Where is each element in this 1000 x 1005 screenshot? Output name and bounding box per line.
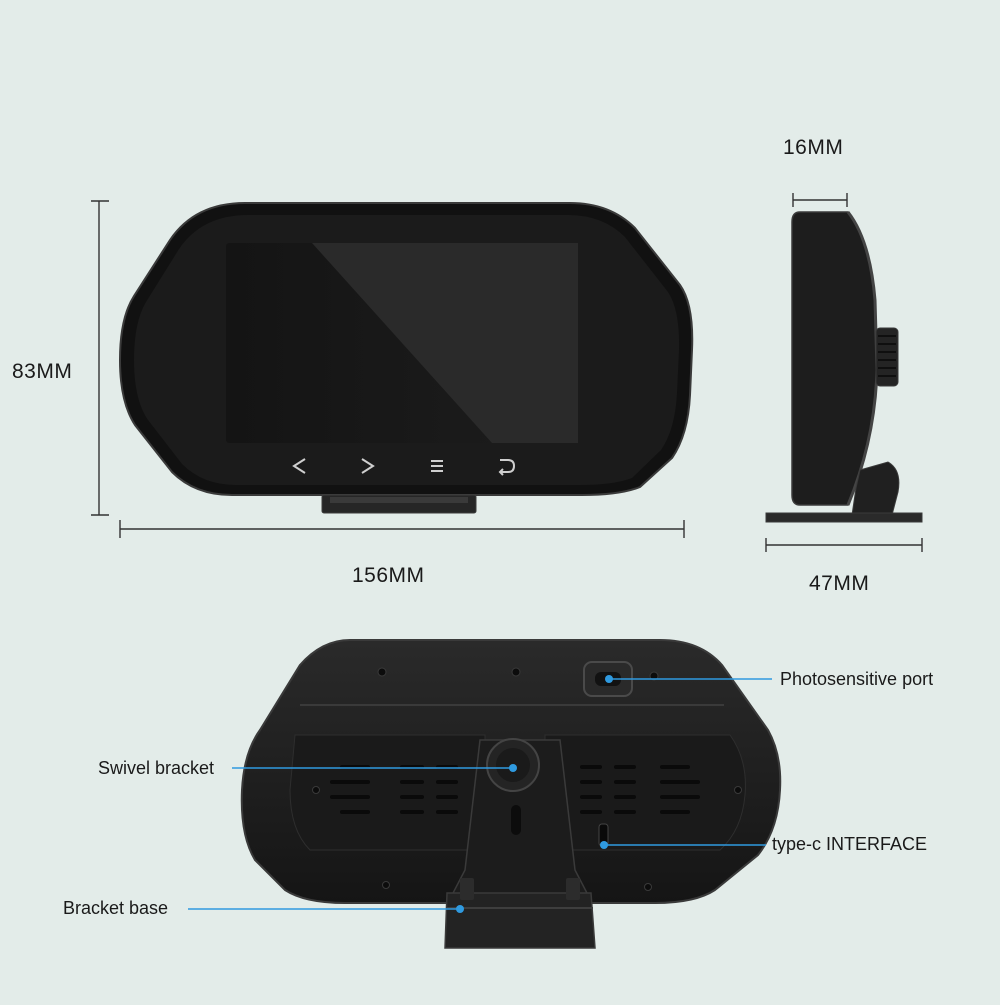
photosensitive-port-callout: Photosensitive port <box>780 669 934 689</box>
side-view <box>765 211 923 523</box>
hinge-right <box>566 878 580 900</box>
front-stand-highlight <box>330 497 468 503</box>
side-knob <box>875 327 899 387</box>
swivel-slot <box>511 805 521 835</box>
width-dimension-label: 156MM <box>352 564 425 587</box>
back-icon[interactable] <box>498 459 516 476</box>
callout-leaders <box>188 675 772 913</box>
vent-right <box>580 765 700 814</box>
side-knob-ridges <box>878 335 896 377</box>
front-button-row <box>292 458 516 476</box>
bracket-base <box>444 892 596 949</box>
depth-top-dimension-label: 16MM <box>783 136 844 159</box>
menu-icon[interactable] <box>431 460 443 472</box>
screen-glare <box>312 243 578 443</box>
front-view <box>118 202 694 514</box>
hinge-left <box>460 878 474 900</box>
depth-bottom-dimension-label: 47MM <box>809 572 870 595</box>
dimension-lines <box>91 193 923 552</box>
vent-left <box>330 765 458 814</box>
typec-interface-callout: type-c INTERFACE <box>772 834 928 854</box>
next-icon[interactable] <box>361 458 375 474</box>
back-view <box>240 639 782 949</box>
side-base-plate <box>765 512 923 523</box>
bracket-base-callout: Bracket base <box>63 898 169 918</box>
screw-holes <box>312 667 742 891</box>
swivel-bracket-callout: Swivel bracket <box>98 758 215 778</box>
prev-icon[interactable] <box>292 458 306 474</box>
height-dimension-label: 83MM <box>12 360 73 383</box>
